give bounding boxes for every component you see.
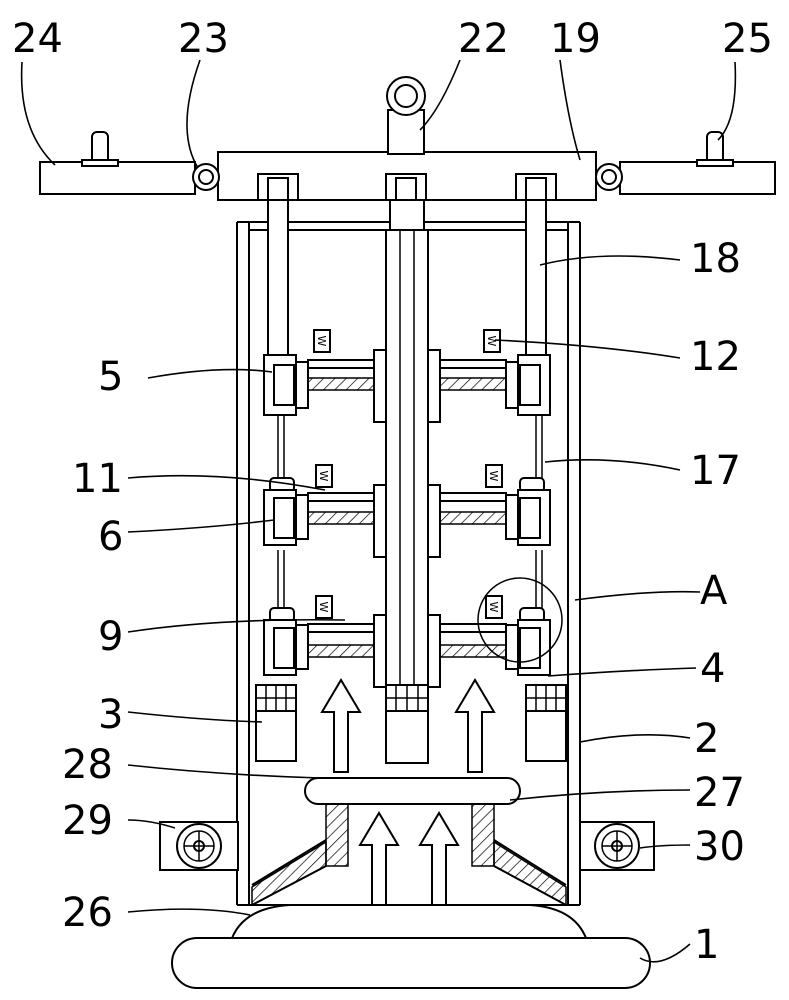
- spring-mark: W: [485, 336, 498, 347]
- lifting-ring: [386, 76, 426, 116]
- label-26: 26: [62, 890, 113, 936]
- label-30: 30: [694, 824, 745, 870]
- part-labels: 24 23 22 19 25 18 5 12 11 17 6 A 9 4 3 2…: [12, 16, 773, 968]
- label-3: 3: [98, 692, 123, 738]
- label-22: 22: [458, 16, 509, 62]
- tier-1: [263, 329, 551, 416]
- intake-plate: [237, 777, 580, 907]
- base: [171, 904, 651, 989]
- label-5: 5: [98, 354, 123, 400]
- label-24: 24: [12, 16, 63, 62]
- label-17: 17: [690, 448, 741, 494]
- spring-mark: W: [315, 336, 328, 347]
- label-11: 11: [72, 456, 123, 502]
- right-hinge: [595, 163, 623, 191]
- label-9: 9: [98, 614, 123, 660]
- leader-lines: [20, 59, 737, 963]
- label-23: 23: [178, 16, 229, 62]
- tier-3: [263, 577, 563, 676]
- left-arm: [39, 161, 196, 195]
- central-column: [373, 199, 441, 764]
- label-18: 18: [690, 236, 741, 282]
- tier-2: [263, 464, 551, 546]
- label-4: 4: [700, 646, 725, 692]
- label-12: 12: [690, 334, 741, 380]
- label-29: 29: [62, 798, 113, 844]
- right-fan-unit: [579, 821, 655, 871]
- detail-circle-a: [477, 577, 563, 663]
- spring-marks: W W W W W W: [315, 336, 500, 613]
- label-25: 25: [722, 16, 773, 62]
- label-27: 27: [694, 770, 745, 816]
- spring-mark: W: [317, 471, 330, 482]
- label-28: 28: [62, 742, 113, 788]
- left-fan-unit: [159, 821, 239, 871]
- label-1: 1: [694, 922, 719, 968]
- spring-mark: W: [487, 471, 500, 482]
- label-2: 2: [694, 716, 719, 762]
- label-19: 19: [550, 16, 601, 62]
- left-hinge: [192, 163, 220, 191]
- spring-mark: W: [487, 602, 500, 613]
- housing: [236, 221, 581, 905]
- label-6: 6: [98, 514, 123, 560]
- label-a: A: [700, 568, 728, 614]
- spring-mark: W: [317, 602, 330, 613]
- lower-side-blocks: [255, 684, 567, 762]
- flow-arrows: [320, 678, 496, 906]
- top-beam: [39, 76, 776, 201]
